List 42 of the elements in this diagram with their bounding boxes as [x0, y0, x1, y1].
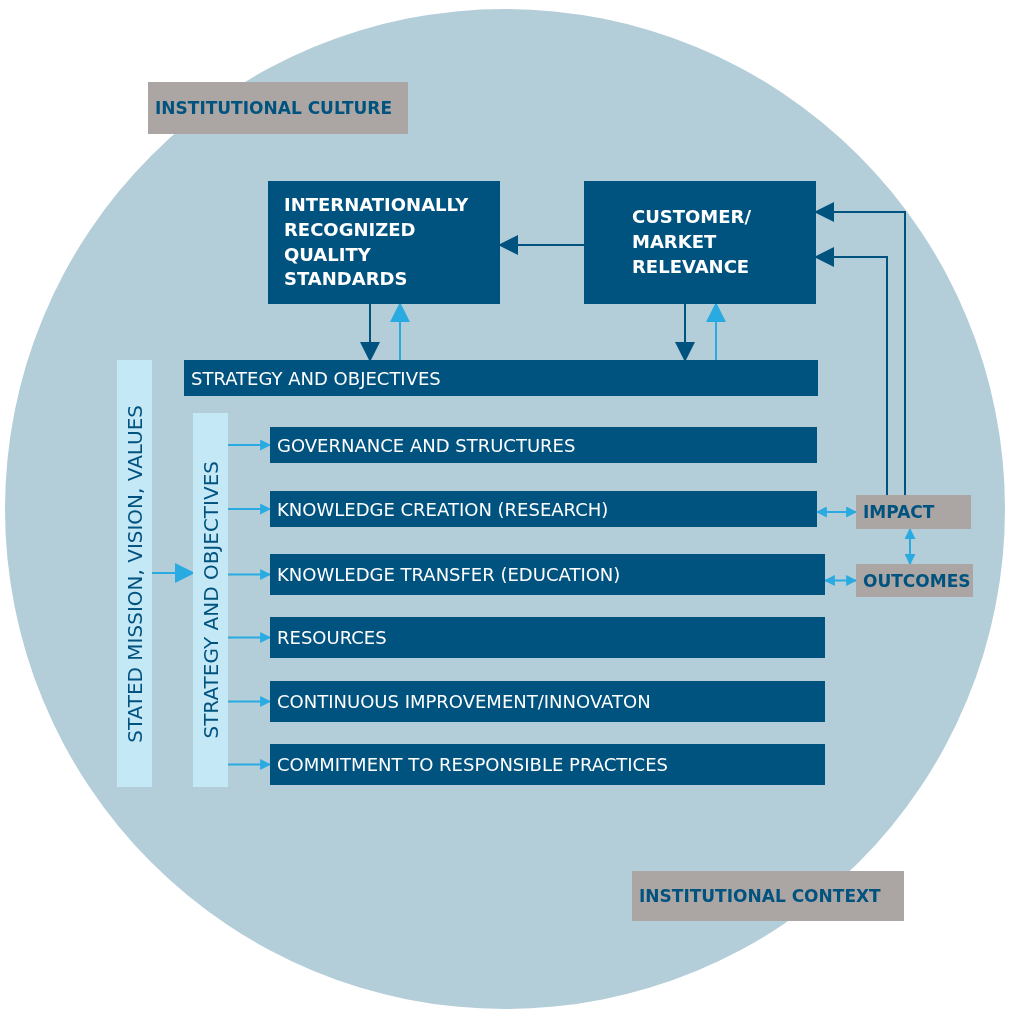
- arrow: [390, 302, 410, 361]
- box-label: RESOURCES: [277, 627, 387, 648]
- box-label: STATED MISSION, VISION, VALUES: [122, 404, 147, 743]
- box-label: IMPACT: [863, 502, 935, 522]
- label-box: [148, 82, 408, 134]
- box-label: OUTCOMES: [863, 570, 971, 591]
- vertical-band: [117, 360, 152, 787]
- arrow: [227, 439, 272, 451]
- area-bar: [270, 744, 825, 785]
- standard-box: [584, 181, 816, 304]
- box-label: COMMITMENT TO RESPONSIBLE PRACTICES: [277, 754, 668, 775]
- strategy-bar: [184, 360, 818, 396]
- arrow: [227, 759, 272, 770]
- box-label: KNOWLEDGE CREATION (RESEARCH): [277, 498, 609, 520]
- box-label: INSTITUTIONAL CONTEXT: [639, 886, 881, 906]
- arrow: [227, 632, 272, 643]
- arrow: [227, 569, 272, 580]
- area-bar: [270, 617, 825, 658]
- box-label: INTERNATIONALLY RECOGNIZED QUALITY STANDARDS: [284, 192, 470, 292]
- area-bar: [270, 491, 817, 527]
- box-label: KNOWLEDGE TRANSFER (EDUCATION): [277, 564, 621, 585]
- area-bar: [270, 427, 817, 463]
- box-label: CONTINUOUS IMPROVEMENT/INNOVATON: [277, 691, 651, 712]
- label-box: [856, 495, 971, 529]
- area-bar: [270, 681, 825, 722]
- vertical-band: [193, 413, 228, 787]
- arrow: [360, 303, 380, 362]
- arrow: [151, 563, 195, 583]
- label-box: [632, 871, 904, 921]
- arrow: [675, 303, 695, 362]
- box-label: STRATEGY AND OBJECTIVES: [191, 367, 441, 389]
- arrow: [904, 527, 916, 566]
- arrow: [227, 696, 272, 707]
- box-label: GOVERNANCE AND STRUCTURES: [277, 434, 576, 456]
- standard-box: [268, 181, 500, 304]
- box-label: CUSTOMER/ MARKET RELEVANCE: [632, 205, 752, 279]
- arrow: [227, 503, 272, 515]
- arrow: [706, 302, 726, 361]
- box-label: STRATEGY AND OBJECTIVES: [198, 461, 223, 739]
- label-box: [856, 564, 973, 597]
- area-bar: [270, 554, 825, 595]
- box-label: INSTITUTIONAL CULTURE: [155, 98, 393, 118]
